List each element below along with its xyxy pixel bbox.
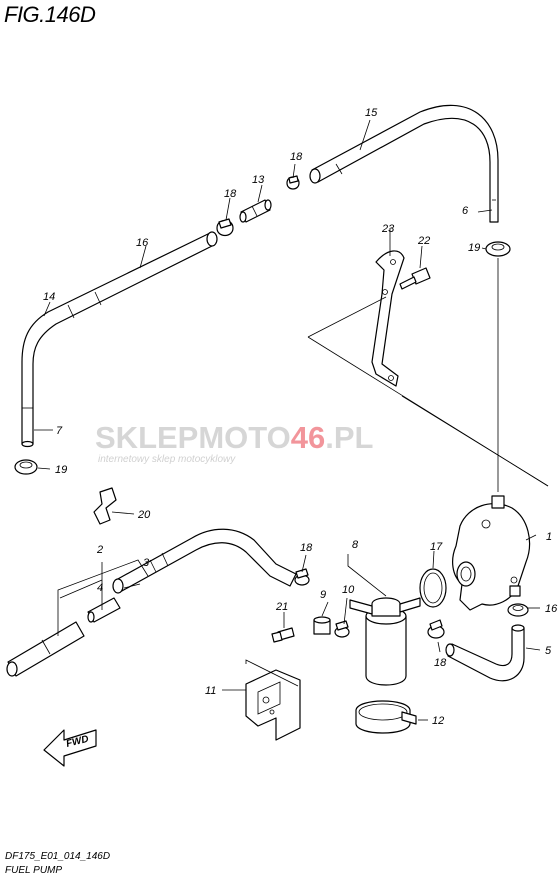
part-5-elbow-hose[interactable]: [445, 624, 525, 682]
part-20-clip[interactable]: [93, 487, 117, 525]
callout-12: 12: [432, 715, 444, 727]
callout-20: 20: [137, 509, 151, 521]
part-19-clip-right[interactable]: [485, 241, 511, 257]
part-16-clip-right[interactable]: [507, 603, 529, 617]
callout-13: 13: [252, 174, 265, 186]
part-12-band[interactable]: [355, 700, 417, 734]
callout-18-mid: 18: [300, 542, 313, 554]
leader-lines: [34, 119, 541, 721]
fwd-label: FWD: [65, 734, 90, 750]
callout-14: 14: [43, 291, 55, 303]
part-9-grommet[interactable]: [313, 616, 331, 635]
callout-23: 23: [381, 223, 395, 235]
callout-3: 3: [143, 557, 150, 569]
callout-18-top: 18: [290, 151, 303, 163]
callout-8: 8: [352, 539, 359, 551]
figure-title: FIG.146D: [4, 2, 96, 27]
callout-2: 2: [96, 544, 103, 556]
callout-6: 6: [462, 205, 469, 217]
callout-1: 1: [546, 531, 552, 543]
part-11-bracket[interactable]: [245, 669, 301, 741]
part-15-hose[interactable]: [309, 104, 499, 223]
callout-19-right: 19: [468, 242, 480, 254]
diagram-code: DF175_E01_014_146D: [5, 851, 111, 862]
part-3-hose[interactable]: [112, 528, 297, 594]
part-18-clip-lower-right[interactable]: [427, 619, 445, 639]
callout-19-left: 19: [55, 464, 67, 476]
callout-22: 22: [417, 235, 430, 247]
part-2-hose[interactable]: [6, 621, 85, 677]
watermark: SKLEPMOTO46.PL internetowy sklep motocyk…: [95, 420, 374, 465]
callout-17: 17: [430, 541, 443, 553]
part-17-o-ring[interactable]: [419, 568, 447, 608]
callout-7: 7: [56, 425, 63, 437]
callout-18-left: 18: [224, 188, 237, 200]
callout-5: 5: [545, 645, 552, 657]
part-23-bracket[interactable]: [371, 250, 405, 387]
callout-15: 15: [365, 107, 378, 119]
callout-10: 10: [342, 584, 355, 596]
callout-11: 11: [205, 685, 216, 697]
part-1-fuel-pump[interactable]: [452, 495, 531, 611]
part-10-clip[interactable]: [334, 620, 350, 638]
fwd-direction-marker: FWD: [43, 729, 97, 767]
part-18-clip-upper[interactable]: [286, 175, 300, 190]
callout-18-right: 18: [434, 657, 447, 669]
part-13-connector[interactable]: [239, 199, 272, 223]
part-18-clip-left[interactable]: [216, 218, 234, 237]
watermark-tagline: internetowy sklep motocyklowy: [98, 454, 236, 465]
callout-16-lower: 16: [545, 603, 558, 615]
callout-4: 4: [97, 582, 103, 594]
part-21-bolt[interactable]: [271, 627, 295, 643]
part-19-clip-left[interactable]: [14, 459, 38, 475]
callout-9: 9: [320, 589, 326, 601]
part-22-bolt[interactable]: [399, 267, 431, 290]
part-8-fuel-filter[interactable]: [349, 597, 421, 686]
part-4-connector[interactable]: [87, 597, 121, 623]
callout-16-upper: 16: [136, 237, 149, 249]
part-14-16-hose[interactable]: [21, 231, 218, 448]
section-name: FUEL PUMP: [5, 865, 63, 876]
callout-21: 21: [275, 601, 288, 613]
watermark-brand: SKLEPMOTO46.PL: [95, 420, 374, 455]
